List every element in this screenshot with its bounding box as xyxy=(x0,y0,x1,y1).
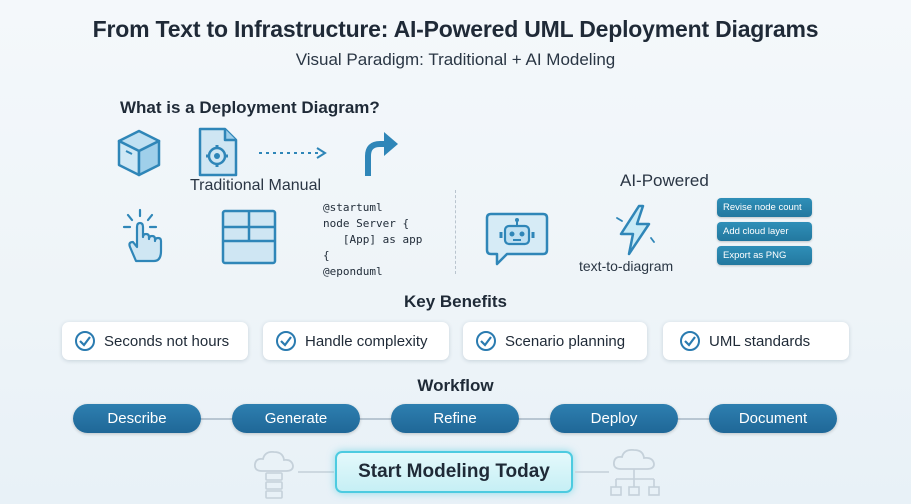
plantuml-code: @startuml node Server { [App] as app { @… xyxy=(323,200,422,280)
cta-connector xyxy=(575,471,609,473)
benefit-card: Scenario planning xyxy=(463,322,647,360)
check-circle-icon xyxy=(75,331,95,351)
workflow-step-describe[interactable]: Describe xyxy=(73,404,201,433)
check-circle-icon xyxy=(476,331,496,351)
code-line: @startuml xyxy=(323,201,383,214)
workflow-step-generate[interactable]: Generate xyxy=(232,404,360,433)
section-heading-what: What is a Deployment Diagram? xyxy=(120,98,380,117)
benefit-card: Handle complexity xyxy=(263,322,449,360)
dotted-arrow-icon xyxy=(259,147,327,159)
page-subtitle: Visual Paradigm: Traditional + AI Modeli… xyxy=(295,50,616,69)
suggestion-chip[interactable]: Export as PNG xyxy=(717,246,812,265)
code-line: node Server { xyxy=(323,217,410,230)
benefit-label: Scenario planning xyxy=(505,332,626,350)
benefit-label: Seconds not hours xyxy=(104,332,230,350)
ai-powered-label: AI-Powered xyxy=(620,171,709,190)
workflow-step-document[interactable]: Document xyxy=(709,404,837,433)
suggestion-chip[interactable]: Revise node count xyxy=(717,198,812,217)
check-circle-icon xyxy=(680,331,700,351)
cube-icon xyxy=(117,129,161,177)
code-line: [App] as app xyxy=(323,233,423,246)
cta-connector xyxy=(298,471,334,473)
code-line: @eponduml xyxy=(323,265,383,278)
page-title: From Text to Infrastructure: AI-Powered … xyxy=(92,16,819,42)
chatbot-icon xyxy=(485,212,549,266)
code-line: { xyxy=(323,249,330,262)
benefit-label: Handle complexity xyxy=(305,332,428,350)
table-grid-icon xyxy=(221,209,277,265)
traditional-manual-label: Traditional Manual xyxy=(190,177,322,194)
workflow-step-deploy[interactable]: Deploy xyxy=(550,404,678,433)
workflow-step-refine[interactable]: Refine xyxy=(391,404,519,433)
key-benefits-heading: Key Benefits xyxy=(404,292,507,311)
turn-arrow-icon xyxy=(365,132,398,176)
suggestion-chip[interactable]: Add cloud layer xyxy=(717,222,812,241)
workflow-heading: Workflow xyxy=(417,376,494,395)
check-circle-icon xyxy=(276,331,296,351)
lightning-icon xyxy=(616,204,655,256)
gear-document-icon xyxy=(198,127,238,177)
section-divider xyxy=(455,190,456,274)
text-to-diagram-label: text-to-diagram xyxy=(579,258,674,274)
cloud-network-icon xyxy=(610,448,660,496)
benefit-card: Seconds not hours xyxy=(62,322,248,360)
benefit-card: UML standards xyxy=(663,322,849,360)
benefit-label: UML standards xyxy=(709,332,811,350)
start-modeling-button[interactable]: Start Modeling Today xyxy=(335,451,573,493)
cloud-server-icon xyxy=(253,450,294,499)
hand-click-icon xyxy=(122,208,163,263)
